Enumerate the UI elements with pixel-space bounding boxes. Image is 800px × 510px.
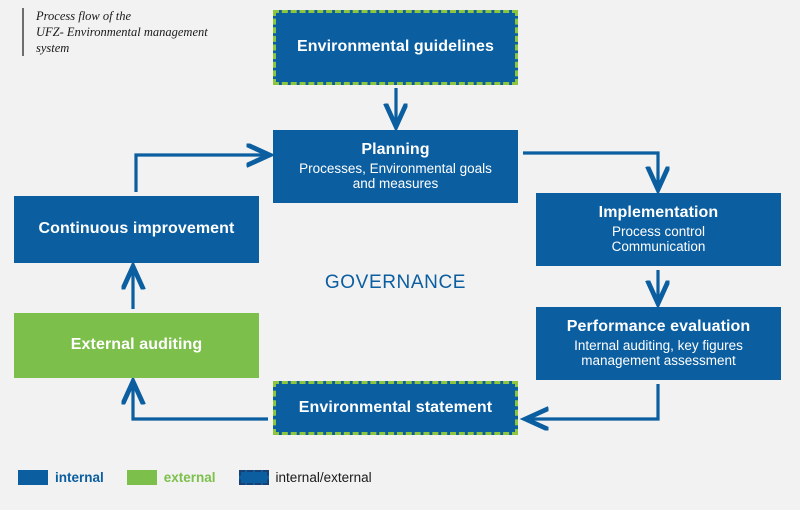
legend-swatch-internal-external [238, 470, 269, 485]
legend-label-internal-external: internal/external [275, 470, 372, 485]
box-implementation[interactable]: Implementation Process control Communica… [536, 193, 781, 266]
box-subtitle-line-2: management assessment [581, 353, 736, 369]
box-subtitle-line-2: Communication [611, 239, 706, 255]
box-title: Performance evaluation [566, 317, 751, 335]
legend-item-internal-external: internal/external [238, 470, 372, 485]
box-subtitle-line-1: Internal auditing, key figures [574, 337, 743, 353]
legend-label-internal: internal [55, 470, 104, 485]
legend-swatch-external [126, 470, 157, 485]
arrow-planning-to-implementation [523, 151, 658, 187]
box-subtitle: Internal auditing, key figures managemen… [574, 338, 743, 370]
arrow-performance-to-statement [528, 384, 660, 419]
box-planning[interactable]: Planning Processes, Environmental goals … [273, 130, 518, 203]
box-title: Implementation [598, 203, 719, 221]
box-performance-evaluation[interactable]: Performance evaluation Internal auditing… [536, 307, 781, 380]
legend: internal external internal/external [18, 470, 386, 485]
box-subtitle: Processes, Environmental goals and measu… [299, 161, 492, 193]
box-external-auditing[interactable]: External auditing [14, 313, 259, 378]
box-title: Environmental statement [298, 398, 493, 416]
legend-item-external: external [126, 470, 216, 485]
arrow-continuous-to-planning [134, 155, 267, 192]
box-title: Environmental guidelines [296, 38, 495, 56]
legend-label-external: external [163, 470, 216, 485]
box-environmental-guidelines[interactable]: Environmental guidelines [273, 10, 518, 85]
box-environmental-statement[interactable]: Environmental statement [273, 381, 518, 435]
legend-item-internal: internal [18, 470, 104, 485]
box-continuous-improvement[interactable]: Continuous improvement [14, 196, 259, 263]
box-title: Continuous improvement [38, 220, 235, 238]
caption-line-2: UFZ- Environmental management [36, 25, 208, 39]
box-subtitle-line-1: Processes, Environmental goals [299, 160, 492, 176]
caption-line-3: system [36, 41, 70, 55]
governance-label: GOVERNANCE [324, 272, 467, 293]
box-subtitle-line-1: Process control [611, 223, 706, 239]
box-subtitle-line-2: and measures [352, 176, 439, 192]
box-subtitle: Process control Communication [612, 224, 706, 256]
legend-swatch-internal [18, 470, 48, 485]
diagram-caption: Process flow of the UFZ- Environmental m… [22, 8, 266, 56]
arrow-statement-to-external-auditing [133, 384, 268, 421]
box-title: Planning [361, 140, 430, 158]
caption-line-1: Process flow of the [36, 9, 132, 23]
box-title: External auditing [70, 336, 203, 354]
